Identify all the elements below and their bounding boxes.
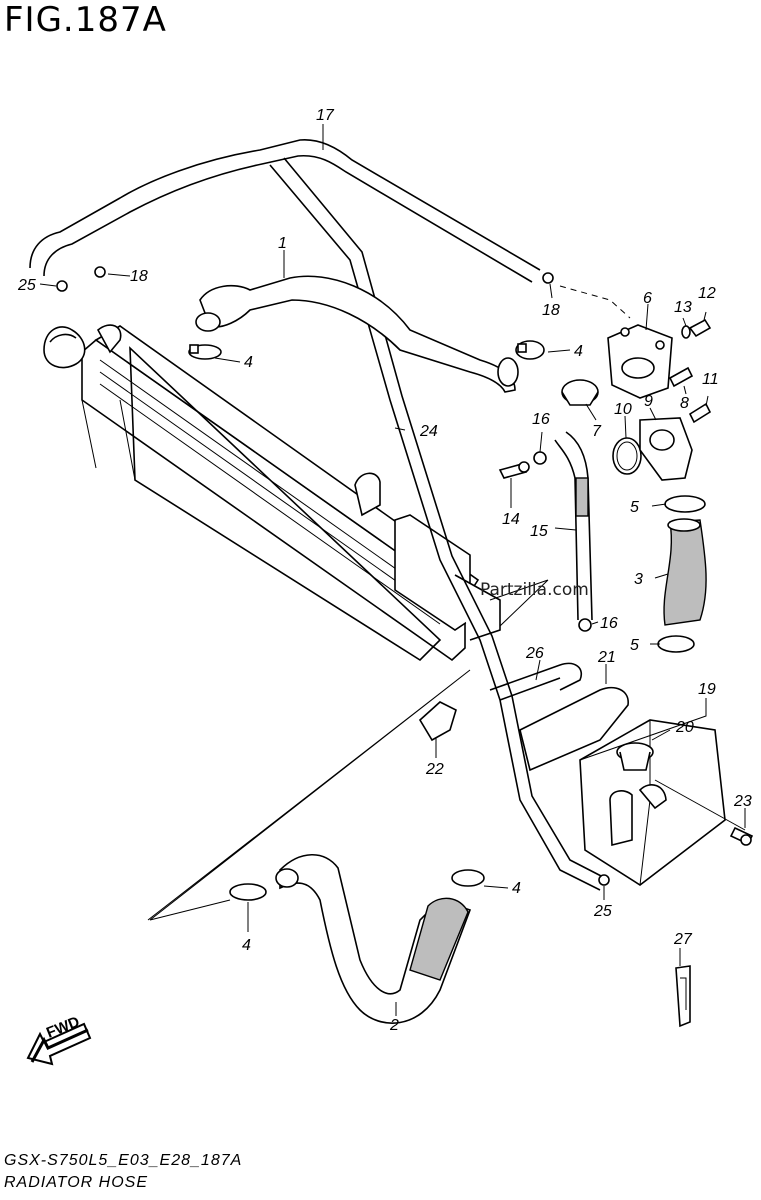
callout-18-left: 18 xyxy=(130,268,148,285)
callout-27: 27 xyxy=(673,931,693,948)
fwd-arrow-icon xyxy=(26,1022,92,1066)
callout-5-lower: 5 xyxy=(630,637,639,654)
callout-17: 17 xyxy=(316,107,335,124)
bolt-11 xyxy=(688,402,712,424)
callout-25-upper: 25 xyxy=(17,277,36,294)
hose-26 xyxy=(489,662,582,701)
callout-10: 10 xyxy=(614,401,632,418)
bolt-23 xyxy=(729,826,754,846)
callout-7: 7 xyxy=(592,423,602,440)
clamp-16-lower xyxy=(578,618,592,632)
band-27 xyxy=(675,965,691,1028)
watermark: Partzilla.com xyxy=(480,580,589,600)
callout-4-lower-left: 4 xyxy=(242,937,251,954)
bolt-14 xyxy=(498,461,530,479)
bolt-12 xyxy=(688,318,712,338)
callout-24: 24 xyxy=(419,423,438,440)
callout-22: 22 xyxy=(425,761,444,778)
callout-9: 9 xyxy=(644,393,653,410)
bracket-21 xyxy=(519,686,629,772)
hose-2 xyxy=(275,854,472,1024)
callout-3: 3 xyxy=(634,571,643,588)
radiator xyxy=(43,324,501,662)
model-code: GSX-S750L5_E03_E28_187A xyxy=(4,1152,243,1169)
callout-26: 26 xyxy=(525,645,544,662)
clamp-16-upper xyxy=(533,451,547,465)
callout-18-right: 18 xyxy=(542,302,560,319)
figure-title: FIG.187A xyxy=(4,0,167,40)
callout-15: 15 xyxy=(530,523,548,540)
callout-2: 2 xyxy=(389,1017,399,1034)
hose-15 xyxy=(554,431,593,621)
clip-22 xyxy=(418,701,457,742)
callout-labels: 17 1 25 18 18 4 4 6 13 12 11 8 9 10 7 16… xyxy=(17,107,752,1034)
callout-23: 23 xyxy=(733,793,752,810)
leader-lines xyxy=(39,124,746,1016)
callout-4-upper-right: 4 xyxy=(574,343,583,360)
clip-25-upper xyxy=(56,280,68,292)
clamp-4-upper-right xyxy=(515,340,545,360)
thermostat-cover-9 xyxy=(639,417,693,481)
hose-3 xyxy=(663,518,707,626)
callout-11: 11 xyxy=(702,371,719,388)
clamp-4-lower-left xyxy=(229,883,267,901)
callout-21: 21 xyxy=(597,649,616,666)
callout-13: 13 xyxy=(674,299,692,316)
bolt-8 xyxy=(668,366,694,388)
hose-1 xyxy=(195,275,519,393)
callout-4-lower-right: 4 xyxy=(512,880,521,897)
callout-6: 6 xyxy=(643,290,652,307)
clamp-5-upper xyxy=(664,495,706,513)
callout-16-lower: 16 xyxy=(600,615,618,632)
callout-1: 1 xyxy=(278,235,287,252)
clip-18-left xyxy=(94,266,106,278)
reservoir-tank-19 xyxy=(579,719,726,886)
section-title: RADIATOR HOSE xyxy=(4,1174,148,1191)
callout-8: 8 xyxy=(680,395,689,412)
thermostat-7 xyxy=(561,379,599,406)
clip-25-lower xyxy=(598,874,610,886)
gasket-10 xyxy=(612,437,642,475)
callout-19: 19 xyxy=(698,681,716,698)
washer-13 xyxy=(681,325,691,339)
callout-12: 12 xyxy=(698,285,716,302)
callout-4-upper-left: 4 xyxy=(244,354,253,371)
clamp-4-upper-left xyxy=(188,344,222,360)
callout-5-upper: 5 xyxy=(630,499,639,516)
callout-14: 14 xyxy=(502,511,520,528)
clip-18-right xyxy=(542,272,554,284)
callout-25-lower: 25 xyxy=(593,903,612,920)
reservoir-cap-20 xyxy=(616,742,654,771)
clamp-5-lower xyxy=(657,635,695,653)
hose-24 xyxy=(269,157,606,891)
clamp-4-lower-right xyxy=(451,869,485,887)
thermostat-housing-6 xyxy=(607,324,673,399)
hose-17 xyxy=(29,139,541,283)
callout-20: 20 xyxy=(675,719,694,736)
callout-16-upper: 16 xyxy=(532,411,550,428)
